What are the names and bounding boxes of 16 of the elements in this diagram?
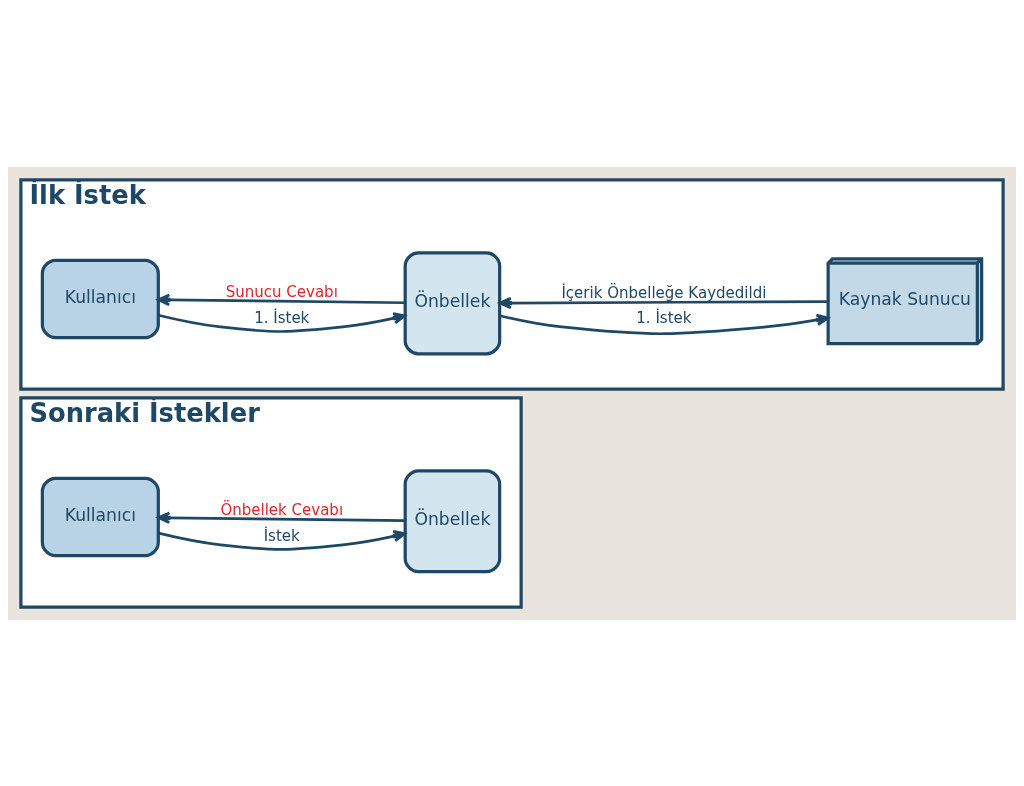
- edge-label: İçerik Önbelleğe Kaydedildi: [561, 283, 767, 302]
- node-box: Önbellek: [403, 250, 502, 355]
- node-box: Kullanıcı: [40, 258, 160, 339]
- edge-label: 1. İstek: [636, 308, 692, 327]
- arrow: [158, 311, 407, 333]
- arrow: [498, 296, 829, 309]
- node-box: Önbellek: [403, 468, 502, 573]
- edge-label: Sunucu Cevabı: [225, 282, 338, 301]
- edge-label: Önbellek Cevabı: [220, 500, 344, 519]
- arrow: [157, 511, 405, 524]
- arrow: [157, 293, 405, 306]
- arrow: [158, 529, 407, 551]
- edge-label: 1. İstek: [254, 308, 310, 327]
- arrow: [499, 313, 830, 335]
- node-box: Kullanıcı: [40, 476, 160, 557]
- edge-label: İstek: [263, 526, 300, 545]
